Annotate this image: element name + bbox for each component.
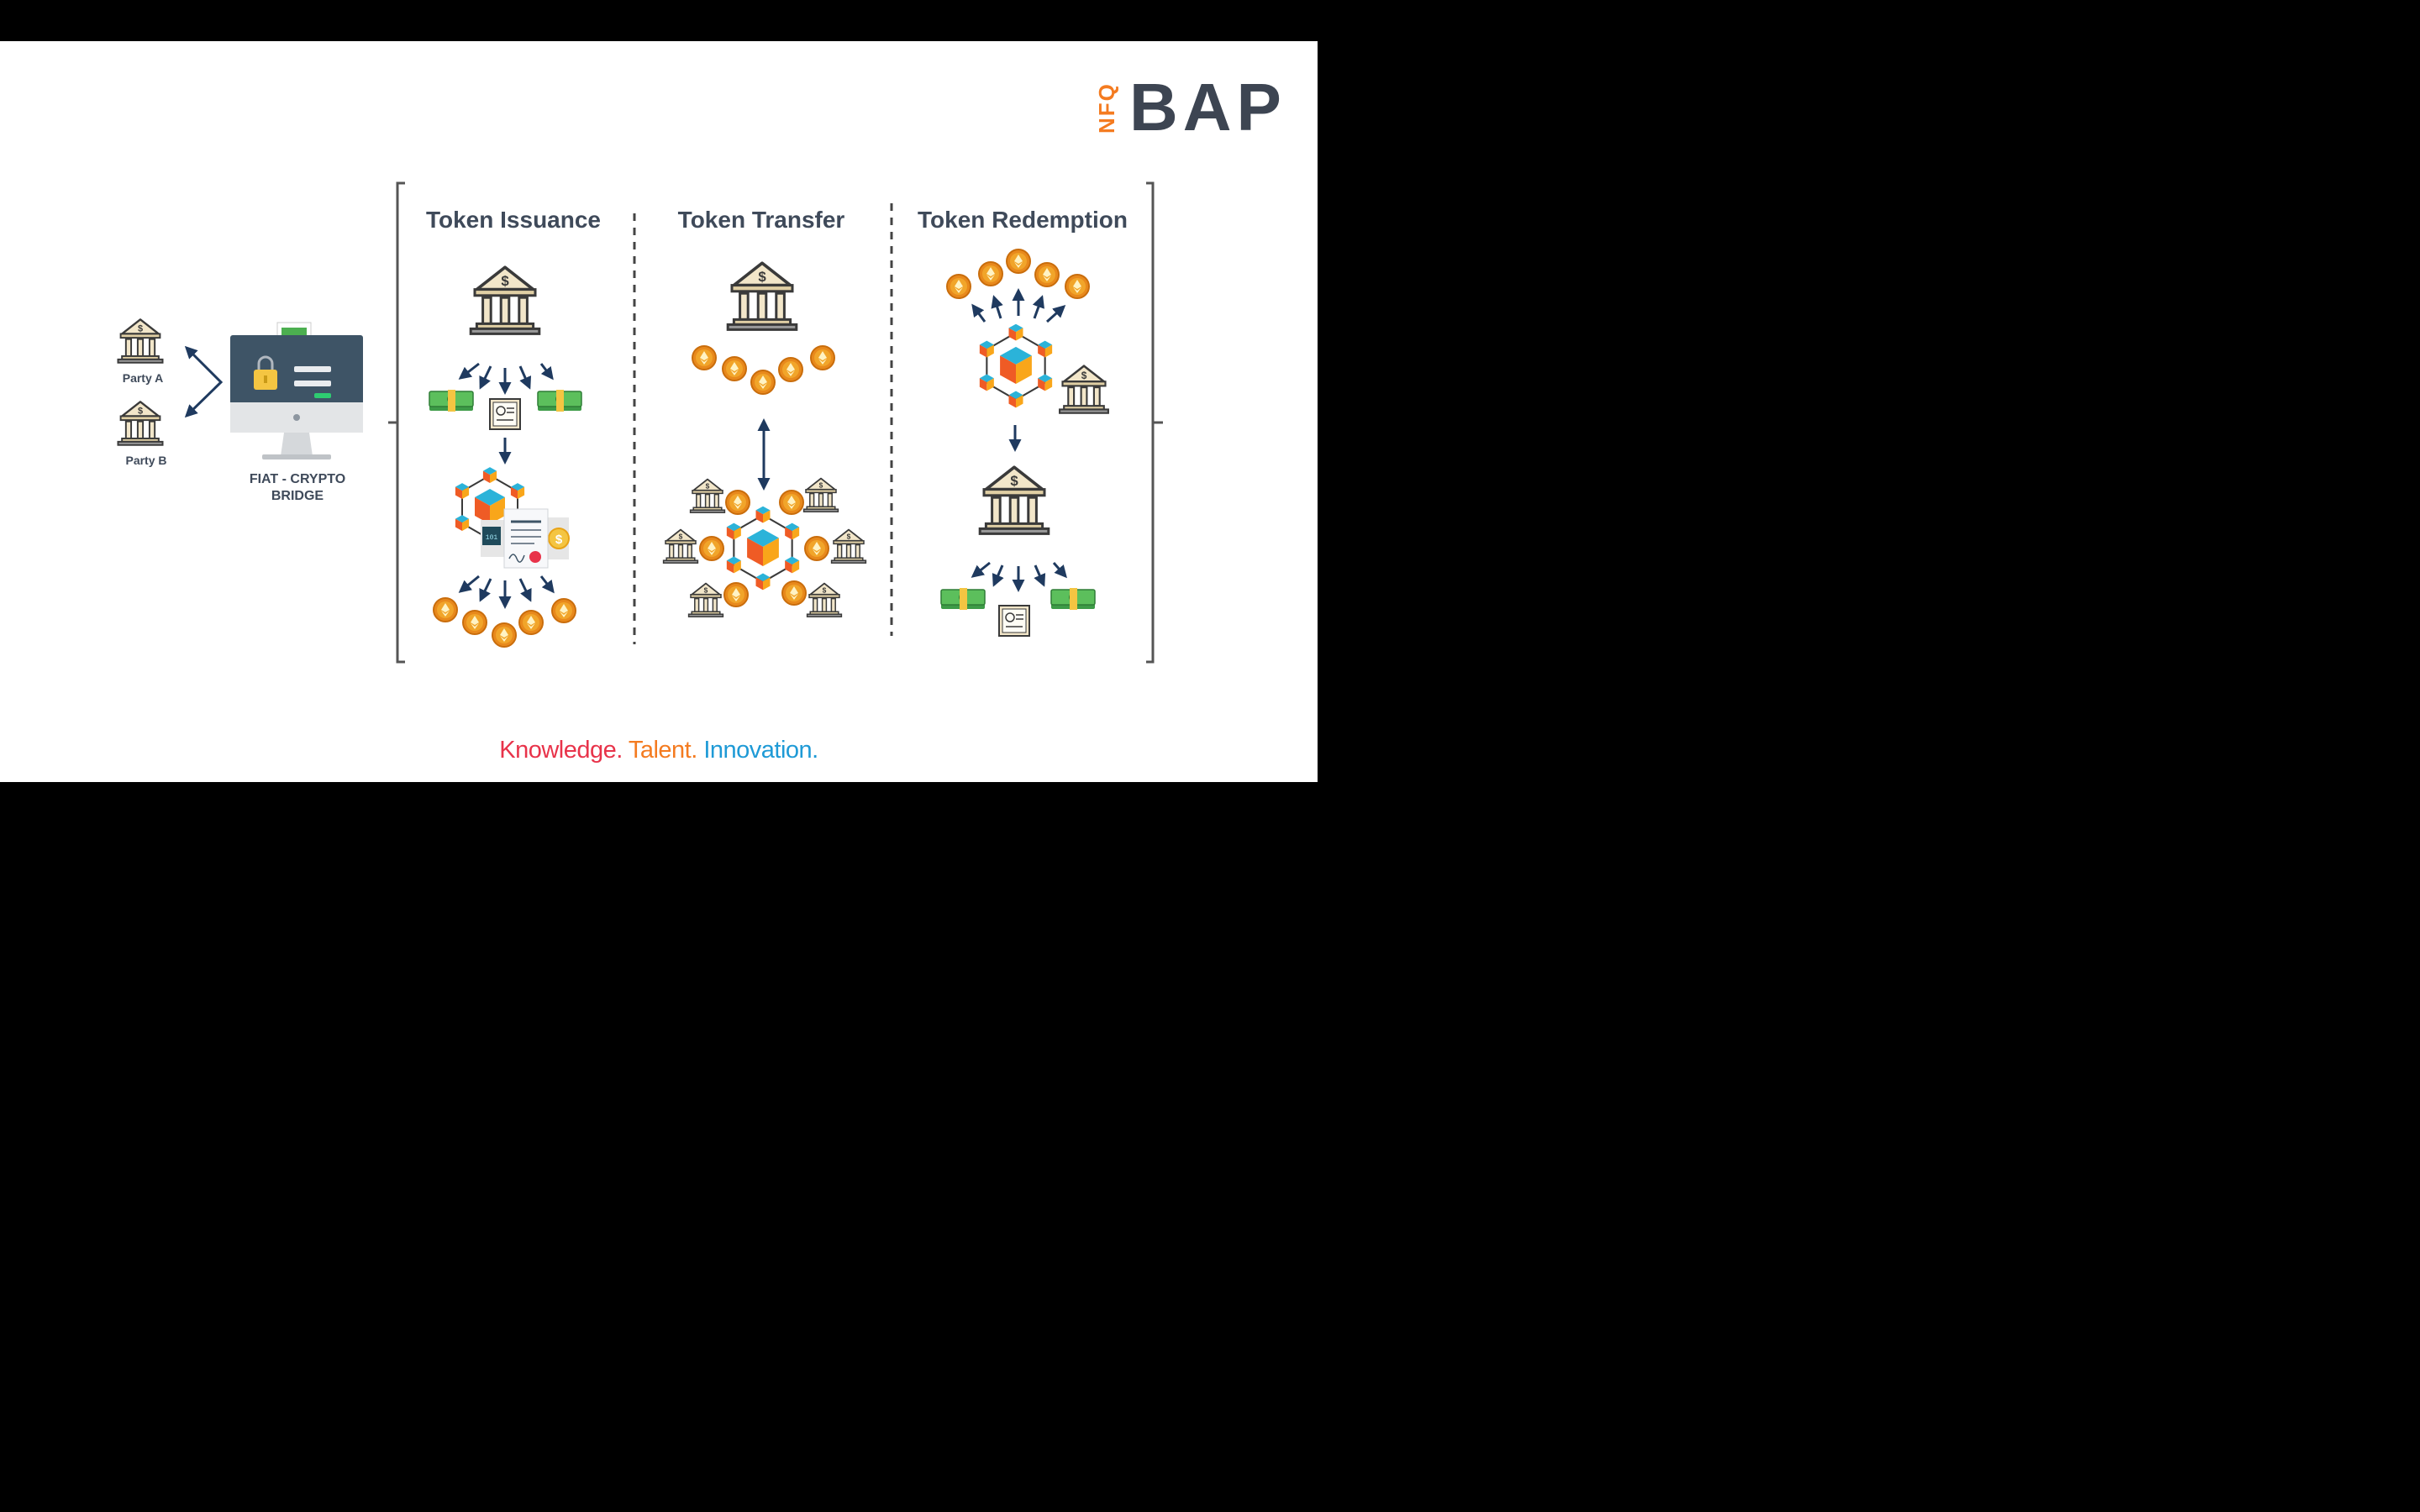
svg-text:101: 101: [486, 534, 498, 542]
left-bracket: [388, 181, 405, 664]
bank-icon: [802, 477, 839, 513]
cash-icon: [429, 389, 474, 412]
coin-icon: [978, 261, 1003, 286]
certificate-icon: [489, 398, 521, 430]
coin-icon: [551, 598, 576, 623]
blockchain-icon: [980, 324, 1052, 408]
stage-title-issuance: Token Issuance: [426, 207, 601, 233]
brand-prefix: NFQ: [1094, 82, 1119, 134]
bank-icon: [662, 528, 699, 564]
coin-icon: [725, 490, 750, 515]
cash-icon: [940, 587, 986, 611]
cash-icon: [537, 389, 582, 412]
lock-icon: [254, 355, 277, 390]
party-a-label: Party A: [123, 371, 164, 385]
certificate-icon: [998, 605, 1030, 637]
bank-icon: [469, 265, 541, 336]
coin-icon: [462, 610, 487, 635]
coin-icon: [810, 345, 835, 370]
right-bracket: [1146, 181, 1163, 664]
bank-icon: [978, 465, 1050, 536]
coin-icon: [518, 610, 544, 635]
coin-icon: [779, 490, 804, 515]
stage-title-redemption: Token Redemption: [918, 207, 1128, 233]
coin-icon: [433, 597, 458, 622]
bank-icon: [726, 261, 798, 332]
slide: NFQ BAPI $: [0, 0, 1318, 823]
fan-arrows: [971, 288, 1066, 323]
tagline: Knowledge. Talent. Innovation.: [0, 737, 1318, 764]
coin-icon: [692, 345, 717, 370]
coin-icon: [722, 356, 747, 381]
brand-logo: NFQ BAPI: [1092, 70, 1305, 144]
slide-canvas: NFQ BAPI $: [0, 41, 1318, 782]
coin-icon: [1034, 262, 1060, 287]
coin-icon: [723, 582, 749, 607]
computer-icon: [230, 322, 363, 459]
bank-icon: [117, 401, 164, 446]
fan-arrows: [971, 561, 1067, 592]
bank-icon: [117, 318, 164, 364]
bidirectional-arrow: [184, 345, 224, 418]
bank-icon: [1058, 365, 1110, 414]
coin-icon: [778, 357, 803, 382]
party-b-label: Party B: [125, 454, 166, 467]
blockchain-icon: [727, 507, 799, 591]
tagline-talent: Talent.: [628, 737, 697, 764]
bank-icon: [830, 528, 867, 564]
svg-text:$: $: [555, 533, 563, 547]
brand-name: BAPI: [1129, 75, 1286, 142]
bridge-label-line2: BRIDGE: [271, 489, 324, 503]
process-diagram: $: [117, 181, 1163, 664]
fan-arrows: [458, 362, 554, 395]
fan-arrows: [458, 575, 555, 609]
coin-icon: [804, 536, 829, 561]
coin-icon: [1065, 274, 1090, 299]
stage-title-transfer: Token Transfer: [678, 207, 845, 233]
stage-dividers: [633, 203, 893, 644]
bank-icon: [689, 478, 726, 514]
tagline-innovation: Innovation.: [703, 737, 818, 764]
coin-icon: [781, 580, 807, 606]
cash-icon: [1050, 587, 1096, 611]
coin-icon: [1006, 249, 1031, 274]
coin-icon: [750, 370, 776, 395]
bank-icon: [806, 582, 843, 618]
bank-icon: [687, 582, 724, 618]
tagline-knowledge: Knowledge.: [499, 737, 623, 764]
coin-icon: [699, 536, 724, 561]
document-icon: 101 $: [481, 508, 570, 569]
bridge-label-line1: FIAT - CRYPTO: [250, 472, 345, 486]
coin-icon: [492, 622, 517, 648]
coin-icon: [946, 274, 971, 299]
